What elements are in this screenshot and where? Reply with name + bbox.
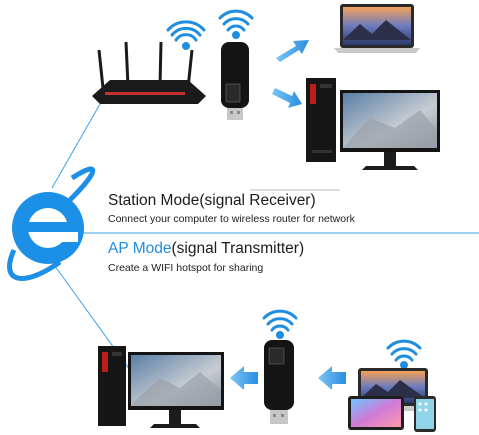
phone-icon xyxy=(414,396,436,432)
monitor-top-icon xyxy=(340,90,440,170)
adapter-top-wifi-icon xyxy=(218,9,254,39)
station-mode-description: Connect your computer to wireless router… xyxy=(108,213,355,225)
desktop-tower-top-icon xyxy=(306,78,336,162)
usb-adapter-bottom-icon xyxy=(264,340,294,424)
ap-mode-title-paren: (signal Transmitter) xyxy=(171,240,305,257)
client-wifi-icon xyxy=(386,339,422,369)
station-mode-title: Station Mode(signal Receiver) xyxy=(108,192,316,210)
tablet-icon xyxy=(348,396,404,430)
ap-mode-title: AP Mode(signal Transmitter) xyxy=(108,240,304,258)
arrow-to-laptop-icon xyxy=(276,40,309,62)
monitor-bottom-icon xyxy=(128,352,224,428)
station-mode-title-main: Station Mode xyxy=(108,192,200,209)
router-icon xyxy=(92,41,206,104)
laptop-top-icon xyxy=(334,4,420,53)
e-logo-icon xyxy=(7,166,96,281)
arrow-to-bottom-adapter-icon xyxy=(318,366,346,390)
ap-mode-title-main: AP Mode xyxy=(108,240,172,257)
ap-mode-description: Create a WIFI hotspot for sharing xyxy=(108,262,264,274)
station-mode-title-paren: (signal Receiver) xyxy=(199,192,316,209)
arrow-to-bottom-desktop-icon xyxy=(230,366,258,390)
adapter-bottom-wifi-icon xyxy=(262,309,298,339)
arrow-to-desktop-icon xyxy=(272,88,302,108)
desktop-tower-bottom-icon xyxy=(98,346,126,426)
usb-adapter-top-icon xyxy=(221,42,249,120)
router-wifi-icon xyxy=(166,20,206,50)
